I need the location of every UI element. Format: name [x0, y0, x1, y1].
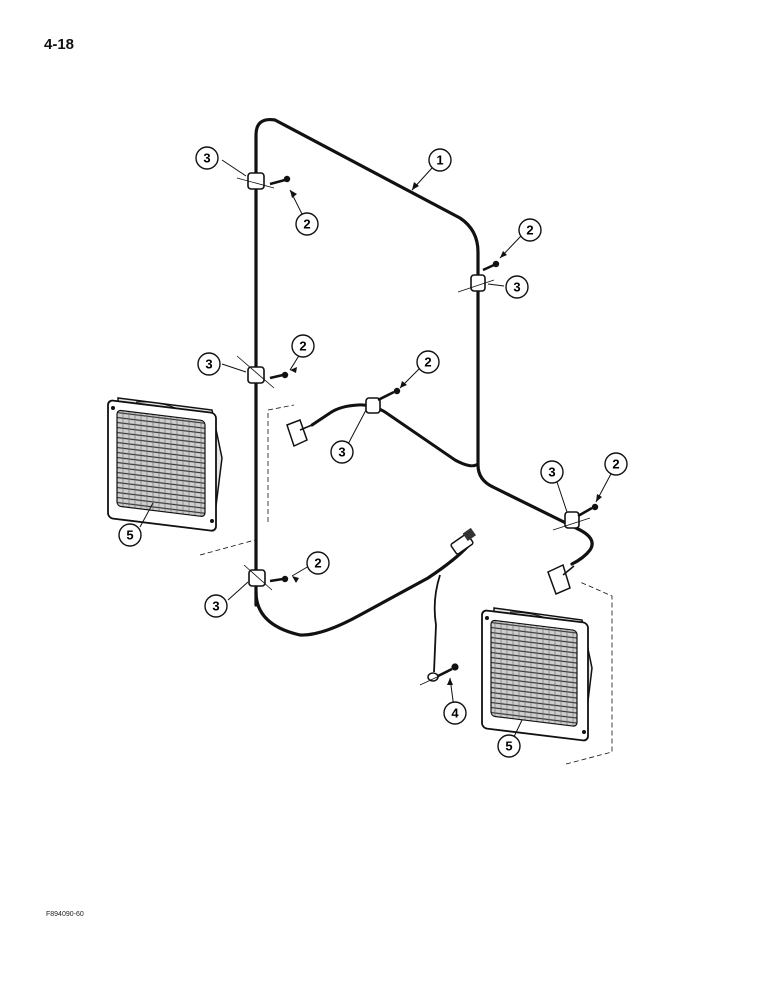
screw-icon: [269, 371, 289, 380]
light-connector-right: [547, 563, 575, 596]
callout-3: 3: [203, 151, 210, 166]
ground-wire: [433, 574, 441, 673]
clip-3-lower-left: [243, 564, 273, 591]
callout-1: 1: [436, 153, 443, 168]
harness-connector: [450, 527, 476, 555]
callout-5: 5: [505, 739, 512, 754]
screw-icon: [269, 575, 289, 583]
screw-icon: [577, 503, 599, 518]
screw-icon: [269, 175, 291, 186]
clip-3-upper-right: [457, 274, 495, 293]
clip-3-right: [552, 511, 591, 531]
callout-2: 2: [424, 355, 431, 370]
callout-5: 5: [126, 528, 133, 543]
callout-3: 3: [338, 445, 345, 460]
leader-dash-left: [199, 404, 295, 556]
clip-3-upper-left: [236, 172, 275, 190]
clip-3-mid-left: [236, 355, 275, 389]
callout-3: 3: [212, 599, 219, 614]
ground-screw-icon: [437, 663, 459, 678]
work-lamp-right: [481, 607, 593, 742]
callout-2: 2: [303, 217, 310, 232]
page-number: 4-18: [44, 36, 75, 53]
wiring-harness-main: [254, 117, 594, 607]
callout-3: 3: [205, 357, 212, 372]
callout-3: 3: [513, 280, 520, 295]
screw-icon: [482, 260, 500, 272]
callout-2: 2: [526, 223, 533, 238]
work-lamp-left: [107, 397, 223, 532]
callout-4: 4: [451, 706, 459, 721]
callout-2: 2: [299, 339, 306, 354]
clip-3-center: [365, 397, 381, 414]
callout-2: 2: [314, 556, 321, 571]
figure-code: F894090-60: [46, 911, 84, 918]
callout-3: 3: [548, 465, 555, 480]
callout-2: 2: [612, 457, 619, 472]
light-connector-left: [286, 419, 313, 448]
screw-icon: [377, 387, 401, 402]
wiring-harness-branch: [254, 544, 470, 637]
